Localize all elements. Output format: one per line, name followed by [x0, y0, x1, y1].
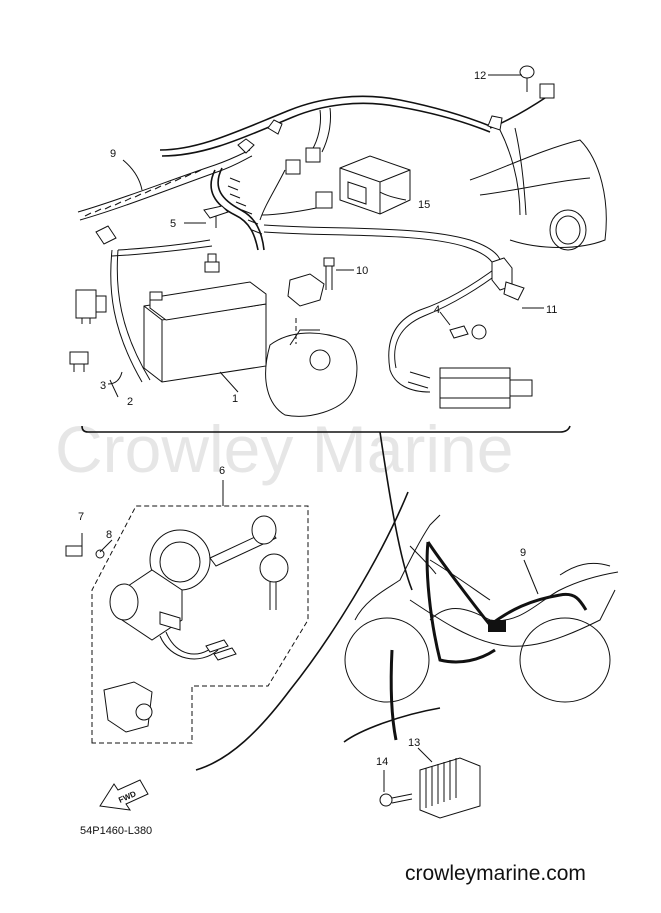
callout-7: 7 — [78, 511, 84, 523]
callout-12: 12 — [474, 70, 486, 82]
callout-11: 11 — [546, 304, 557, 316]
figure-reference: 54P1460-L380 — [80, 825, 152, 837]
callout-8: 8 — [106, 529, 112, 541]
callout-6: 6 — [219, 465, 225, 477]
frame-sketch — [469, 65, 607, 251]
battery-terminal-bracket — [203, 205, 229, 228]
wire-harness — [75, 83, 555, 393]
watermark-text: Crowley Marine — [55, 412, 513, 486]
fwd-arrow-icon: FWD — [99, 779, 149, 811]
rectifier-section-line — [343, 707, 441, 743]
callout-15: 15 — [418, 199, 430, 211]
bolt-10 — [287, 257, 335, 307]
callout-2: 2 — [127, 396, 133, 408]
harness-drop-line — [379, 431, 413, 591]
starter-motor — [407, 257, 533, 409]
scooter-silhouette — [344, 514, 619, 703]
battery — [143, 253, 267, 383]
callout-4: 4 — [434, 304, 440, 316]
upper-leader-lines — [107, 74, 544, 398]
rectifier-regulator — [379, 747, 481, 819]
upper-section-frame — [81, 425, 571, 433]
callout-3: 3 — [100, 380, 106, 392]
callout-14: 14 — [376, 756, 388, 768]
callout-10: 10 — [356, 265, 368, 277]
site-url: crowleymarine.com — [405, 862, 586, 885]
fuse — [69, 351, 89, 372]
main-switch-set — [65, 480, 309, 744]
callout-13: 13 — [408, 737, 420, 749]
section-divider — [195, 491, 409, 771]
engine-case-sketch — [265, 318, 358, 417]
leader-9-scooter — [523, 559, 539, 595]
rectifier-drop-line — [389, 649, 398, 741]
relay-unit — [339, 155, 411, 215]
callout-9-scooter: 9 — [520, 547, 526, 559]
harness-connectors — [285, 147, 333, 209]
callout-5: 5 — [170, 218, 176, 230]
callout-1: 1 — [232, 393, 238, 405]
harness-marker — [488, 620, 506, 632]
callout-9: 9 — [110, 148, 116, 160]
